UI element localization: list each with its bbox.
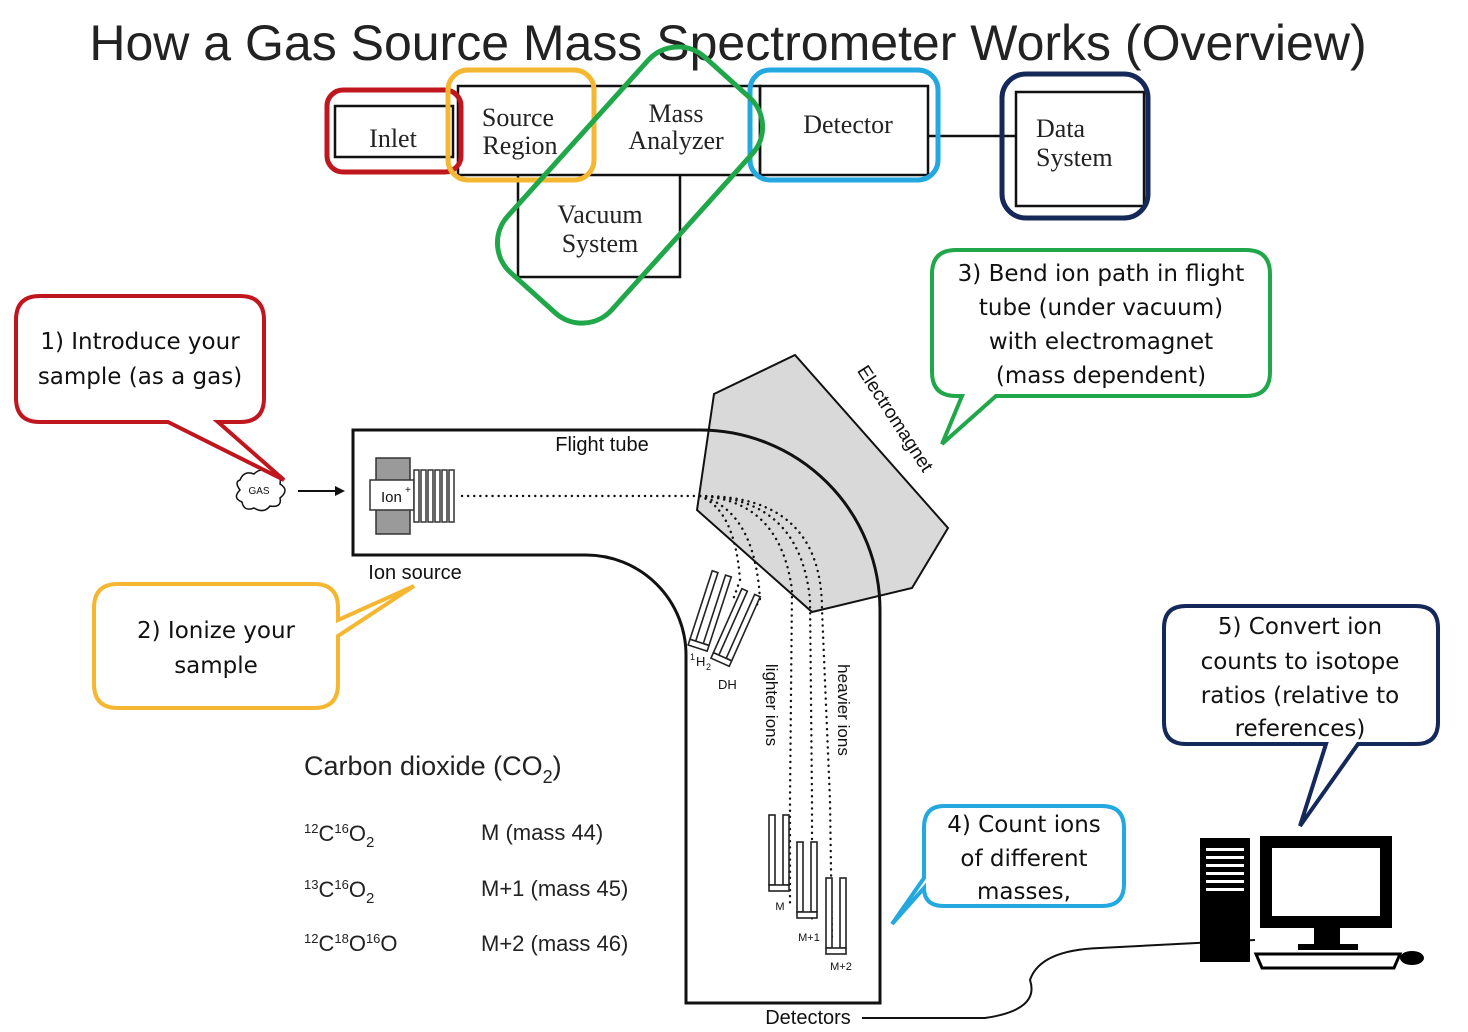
callout-1-line-2: sample (as a gas)	[38, 364, 242, 390]
callout-3-line-2: tube (under vacuum)	[979, 295, 1223, 321]
callout-2-line-1: 2) Ionize your	[137, 618, 296, 644]
vacuum-label-1: Vacuum	[557, 200, 642, 229]
callout-3-line-4: (mass dependent)	[996, 363, 1206, 389]
callout-5-line-1: 5) Convert ion	[1218, 614, 1382, 640]
callout-4-line-2: of different	[960, 846, 1087, 872]
co2-isotopologue-1: 12C16O2	[304, 821, 374, 851]
co2-collectors	[768, 814, 847, 955]
co2-mass-label-3: M+2 (mass 46)	[481, 931, 628, 956]
inlet-box	[333, 104, 455, 159]
flight-tube-label: Flight tube	[555, 434, 648, 456]
callout-2-line-2: sample	[174, 653, 258, 679]
callout-step-2	[92, 582, 416, 710]
ion-beams	[460, 494, 834, 942]
electromagnet	[695, 353, 950, 614]
computer-icon	[1200, 836, 1424, 970]
data-system-box	[1014, 90, 1146, 208]
callout-5-line-4: references)	[1235, 716, 1366, 742]
callout-step-5	[1162, 604, 1440, 828]
block-diagram	[333, 84, 1146, 279]
data-system-label-1: Data	[1036, 114, 1086, 143]
analyzer-label-1: Mass	[649, 99, 704, 128]
m-detector-label: M	[775, 901, 784, 913]
detector-highlight	[747, 67, 941, 183]
detector-label: Detector	[803, 110, 893, 139]
source-label-2: Region	[482, 131, 557, 160]
source-highlight	[445, 67, 597, 183]
inlet-highlight	[324, 87, 464, 175]
vacuum-system-box	[516, 175, 682, 279]
lighter-ions-label: lighter ions	[762, 664, 781, 746]
callout-step-3	[930, 248, 1272, 446]
co2-mass-label-1: M (mass 44)	[481, 820, 603, 845]
detectors-label: Detectors	[765, 1007, 851, 1029]
co2-table: Carbon dioxide (CO2) 12C16O2 M (mass 44)…	[304, 751, 628, 956]
data-system-highlight	[999, 71, 1151, 221]
ion-source	[369, 457, 455, 535]
dh-label: DH	[718, 677, 737, 692]
callout-1-line-1: 1) Introduce your	[40, 329, 240, 355]
co2-heading: Carbon dioxide (CO2)	[304, 751, 562, 787]
ion-charge-label: +	[405, 485, 411, 496]
callout-5-line-2: counts to isotope	[1201, 649, 1400, 675]
analyzer-label-2: Analyzer	[628, 126, 724, 155]
callout-4-line-3: masses,	[977, 879, 1071, 905]
callout-3-line-1: 3) Bend ion path in flight	[958, 261, 1245, 287]
ion-source-label: Ion source	[368, 562, 461, 584]
gas-label: GAS	[248, 486, 269, 497]
callout-4-line-1: 4) Count ions	[947, 812, 1101, 838]
co2-isotopologue-2: 13C16O2	[304, 877, 374, 907]
gas-arrowhead	[335, 486, 345, 496]
source-label-1: Source	[482, 103, 554, 132]
callout-3-line-3: with electromagnet	[989, 329, 1213, 355]
callout-step-1	[14, 294, 286, 482]
h2-label: H	[696, 654, 705, 669]
h2-subscript: 2	[706, 662, 711, 672]
m1-detector-label: M+1	[798, 932, 820, 944]
h2-mass-superscript: 1	[690, 652, 695, 662]
page-title: How a Gas Source Mass Spectrometer Works…	[89, 15, 1366, 71]
data-system-label-2: System	[1036, 143, 1113, 172]
analyzer-highlight	[494, 44, 766, 326]
ion-label: Ion	[381, 489, 402, 506]
inlet-label: Inlet	[369, 124, 417, 153]
vacuum-label-2: System	[562, 229, 639, 258]
m2-detector-label: M+2	[830, 961, 852, 973]
co2-isotopologue-3: 12C18O16O	[304, 931, 398, 956]
callout-5-line-3: ratios (relative to	[1201, 683, 1399, 709]
heavier-ions-label: heavier ions	[834, 664, 853, 756]
callout-step-4	[890, 804, 1126, 926]
flight-tube	[351, 428, 882, 1005]
co2-mass-label-2: M+1 (mass 45)	[481, 876, 628, 901]
light-isotope-collectors	[687, 569, 762, 668]
data-cable	[862, 939, 1256, 1019]
